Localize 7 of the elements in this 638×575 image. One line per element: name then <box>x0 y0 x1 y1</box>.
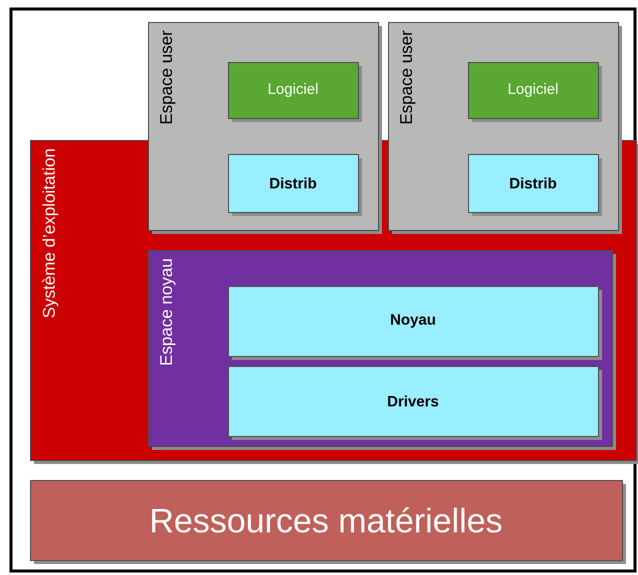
distribution-box: Distrib <box>228 154 362 216</box>
distribution-box: Distrib <box>468 154 602 216</box>
kernel-box: Noyau <box>228 286 602 360</box>
hardware-band: Ressources matérielles <box>30 480 626 564</box>
software-box: Logiciel <box>228 62 362 122</box>
drivers-box: Drivers <box>228 366 602 440</box>
software-box: Logiciel <box>468 62 602 122</box>
